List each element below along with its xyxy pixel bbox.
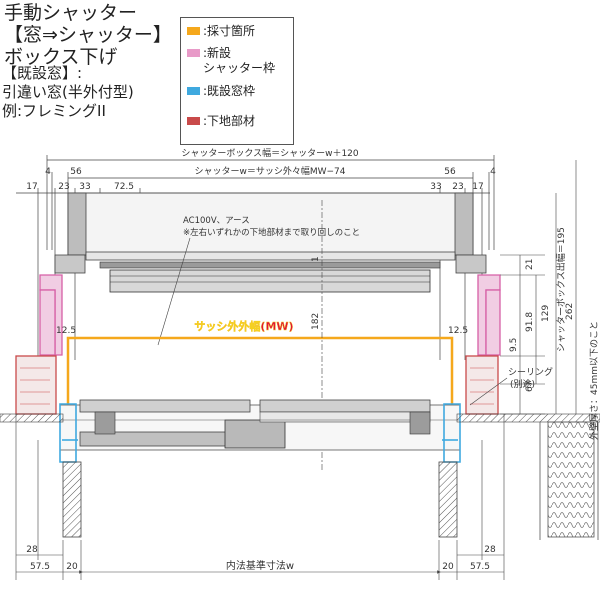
- dim-91-8: 91.8: [525, 312, 535, 332]
- dim-1: 1: [311, 256, 321, 262]
- shutter-box: [54, 192, 487, 293]
- sealing-label: シーリング: [508, 366, 553, 378]
- dim-17-left: 17: [26, 182, 37, 192]
- inner-width-label: 内法基準寸法w: [226, 559, 294, 572]
- mw-measure: [66, 336, 454, 408]
- mw-label: サッシ外外幅(MW): [194, 319, 293, 333]
- existing-window: [59, 399, 461, 451]
- legend-label-2: シャッター枠: [203, 61, 276, 75]
- legend-swatch-orange: [187, 27, 200, 35]
- legend-swatch-red: [187, 117, 200, 125]
- dim-12-5-right: 12.5: [448, 326, 468, 336]
- title-line-2: 【窓⇒シャッター】: [4, 24, 172, 46]
- walls: [0, 413, 600, 540]
- dim-28-left: 28: [26, 545, 38, 555]
- legend-label: :下地部材: [203, 114, 256, 128]
- window-type: 引違い窓(半外付型): [2, 83, 134, 101]
- existing-window-spec: 【既設窓】: 引違い窓(半外付型) 例:フレミングII: [2, 64, 134, 121]
- bottom-dimensions: [15, 414, 505, 580]
- dim-72-5: 72.5: [114, 182, 134, 192]
- dim-17-right: 17: [472, 182, 483, 192]
- diagram-title: 手動シャッター 【窓⇒シャッター】 ボックス下げ: [4, 2, 172, 68]
- wall-thickness-label: 外壁厚さ：45mm以下のこと: [588, 321, 600, 440]
- dim-4-left: 4: [45, 167, 51, 177]
- dim-33-right: 33: [430, 182, 441, 192]
- dim-57-5-right: 57.5: [470, 562, 490, 572]
- legend-label: :採寸箇所: [203, 24, 256, 38]
- sealing-label-2: (別途): [510, 378, 535, 390]
- dim-67: 67: [525, 381, 535, 392]
- dim-56-right: 56: [444, 167, 456, 177]
- dim-129: 129: [541, 305, 551, 322]
- legend-label: :新設: [203, 46, 232, 60]
- box-width-label: シャッターボックス幅＝シャッターw＋120: [181, 147, 359, 159]
- dim-21: 21: [525, 259, 535, 270]
- dim-12-5-left: 12.5: [56, 326, 76, 336]
- legend-swatch-blue: [187, 87, 200, 95]
- dim-57-5-left: 57.5: [30, 562, 50, 572]
- title-line-1: 手動シャッター: [4, 2, 138, 24]
- dim-56-left: 56: [70, 167, 82, 177]
- dim-20-right: 20: [442, 562, 454, 572]
- power-note-2: ※左右いずれかの下地部材まで取り回しのこと: [183, 227, 360, 238]
- right-dimensions: [500, 160, 577, 415]
- box-projection-label: シャッターボックス出幅＝195: [555, 227, 567, 352]
- dim-33-left: 33: [79, 182, 90, 192]
- dim-23-left: 23: [58, 182, 69, 192]
- dim-23-right: 23: [452, 182, 463, 192]
- dim-4-right: 4: [490, 167, 496, 177]
- dim-28-right: 28: [484, 545, 496, 555]
- legend-label: :既設窓枠: [203, 84, 256, 98]
- color-legend: :採寸箇所 :新設 シャッター枠 :既設窓枠 :下地部材: [180, 17, 294, 145]
- existing-window-label: 【既設窓】:: [2, 64, 83, 82]
- dim-9-5: 9.5: [509, 338, 519, 352]
- window-example: 例:フレミングII: [2, 102, 106, 120]
- dim-262: 262: [565, 303, 575, 320]
- dim-20-left: 20: [66, 562, 78, 572]
- shutter-width-label: シャッターw＝サッシ外々幅MW−74: [194, 165, 345, 177]
- sealing-leader: [469, 377, 508, 406]
- legend-swatch-pink: [187, 49, 200, 57]
- title-line-3: ボックス下げ: [4, 46, 118, 68]
- power-note-leader: [157, 237, 191, 346]
- dim-182: 182: [311, 313, 321, 330]
- power-note-1: AC100V、アース: [183, 216, 250, 226]
